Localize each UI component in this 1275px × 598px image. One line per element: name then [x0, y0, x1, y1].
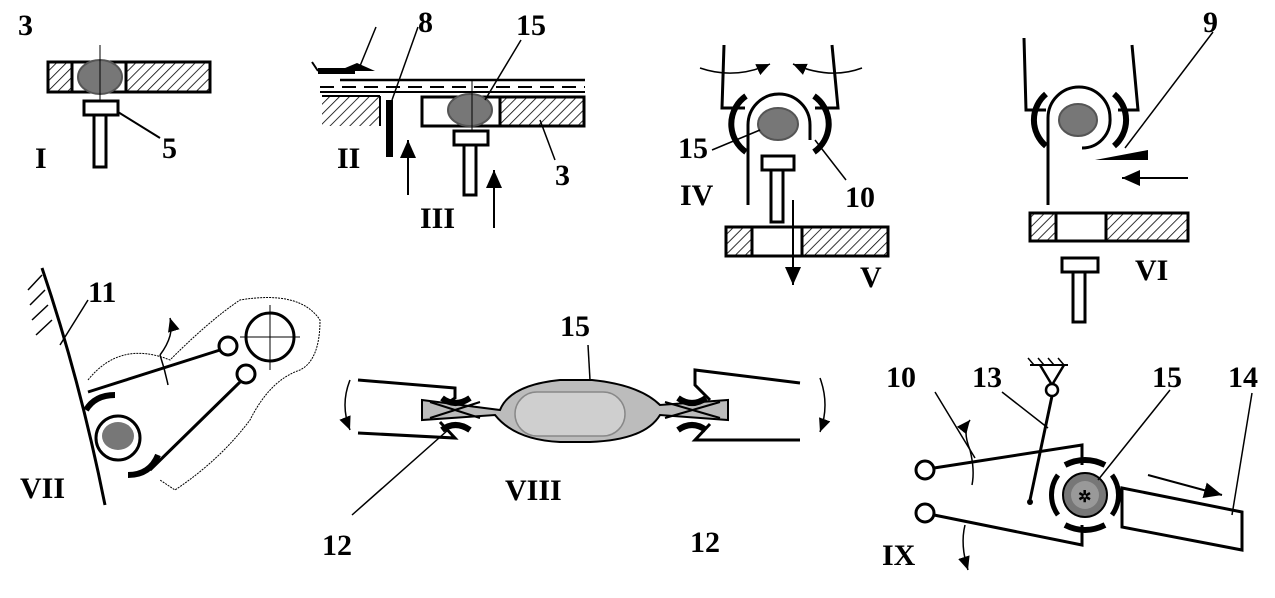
- part-label-13: 13: [972, 361, 1002, 394]
- stage-label-v: V: [860, 261, 882, 294]
- part-label-15: 15: [1152, 361, 1182, 394]
- part-label-8: 8: [418, 6, 433, 39]
- part-label-15: 15: [678, 132, 708, 165]
- stage-label-iv: IV: [680, 179, 714, 212]
- part-label-5: 5: [162, 132, 177, 165]
- candy-piece: [447, 93, 493, 127]
- stage-vii: [27, 267, 321, 506]
- stage-label-vi: VI: [1135, 254, 1168, 287]
- stage-label-i: I: [35, 142, 47, 175]
- stage-viii: [339, 344, 831, 516]
- part-label-3: 3: [555, 159, 570, 192]
- stage-i: [46, 45, 212, 169]
- stage-vi: [1022, 31, 1214, 324]
- stage-label-ii: II: [337, 142, 360, 175]
- stage-label-vii: VII: [20, 472, 65, 505]
- part-label-15: 15: [516, 9, 546, 42]
- candy-piece: [757, 107, 799, 141]
- pusher-5: [82, 99, 120, 117]
- part-label-14: 14: [1228, 361, 1258, 394]
- part-label-12: 12: [690, 526, 720, 559]
- stage-ii-iii: [311, 26, 586, 228]
- stage-labels: I II III IV V VI VII VIII IX: [20, 142, 1168, 572]
- conveyor-14: [1120, 486, 1244, 552]
- part-label-15: 15: [560, 310, 590, 343]
- stage-iv-v: [699, 44, 890, 285]
- part-label-9: 9: [1203, 6, 1218, 39]
- part-label-10: 10: [845, 181, 875, 214]
- cutter-8: [386, 100, 393, 157]
- candy-piece: [1058, 103, 1098, 137]
- part-label-3: 3: [18, 9, 33, 42]
- part-number-labels: 3 5 8 15 3 15 10 9 11 15 12 12 10 13 15 …: [18, 6, 1258, 562]
- part-label-12: 12: [322, 529, 352, 562]
- part-label-11: 11: [88, 276, 116, 309]
- stage-label-ix: IX: [882, 539, 916, 572]
- svg-text:✲: ✲: [1078, 489, 1091, 506]
- stage-label-iii: III: [420, 202, 455, 235]
- part-label-10: 10: [886, 361, 916, 394]
- knife-9: [1095, 150, 1148, 160]
- stage-ix: ✲: [914, 357, 1253, 571]
- stage-label-viii: VIII: [505, 474, 562, 507]
